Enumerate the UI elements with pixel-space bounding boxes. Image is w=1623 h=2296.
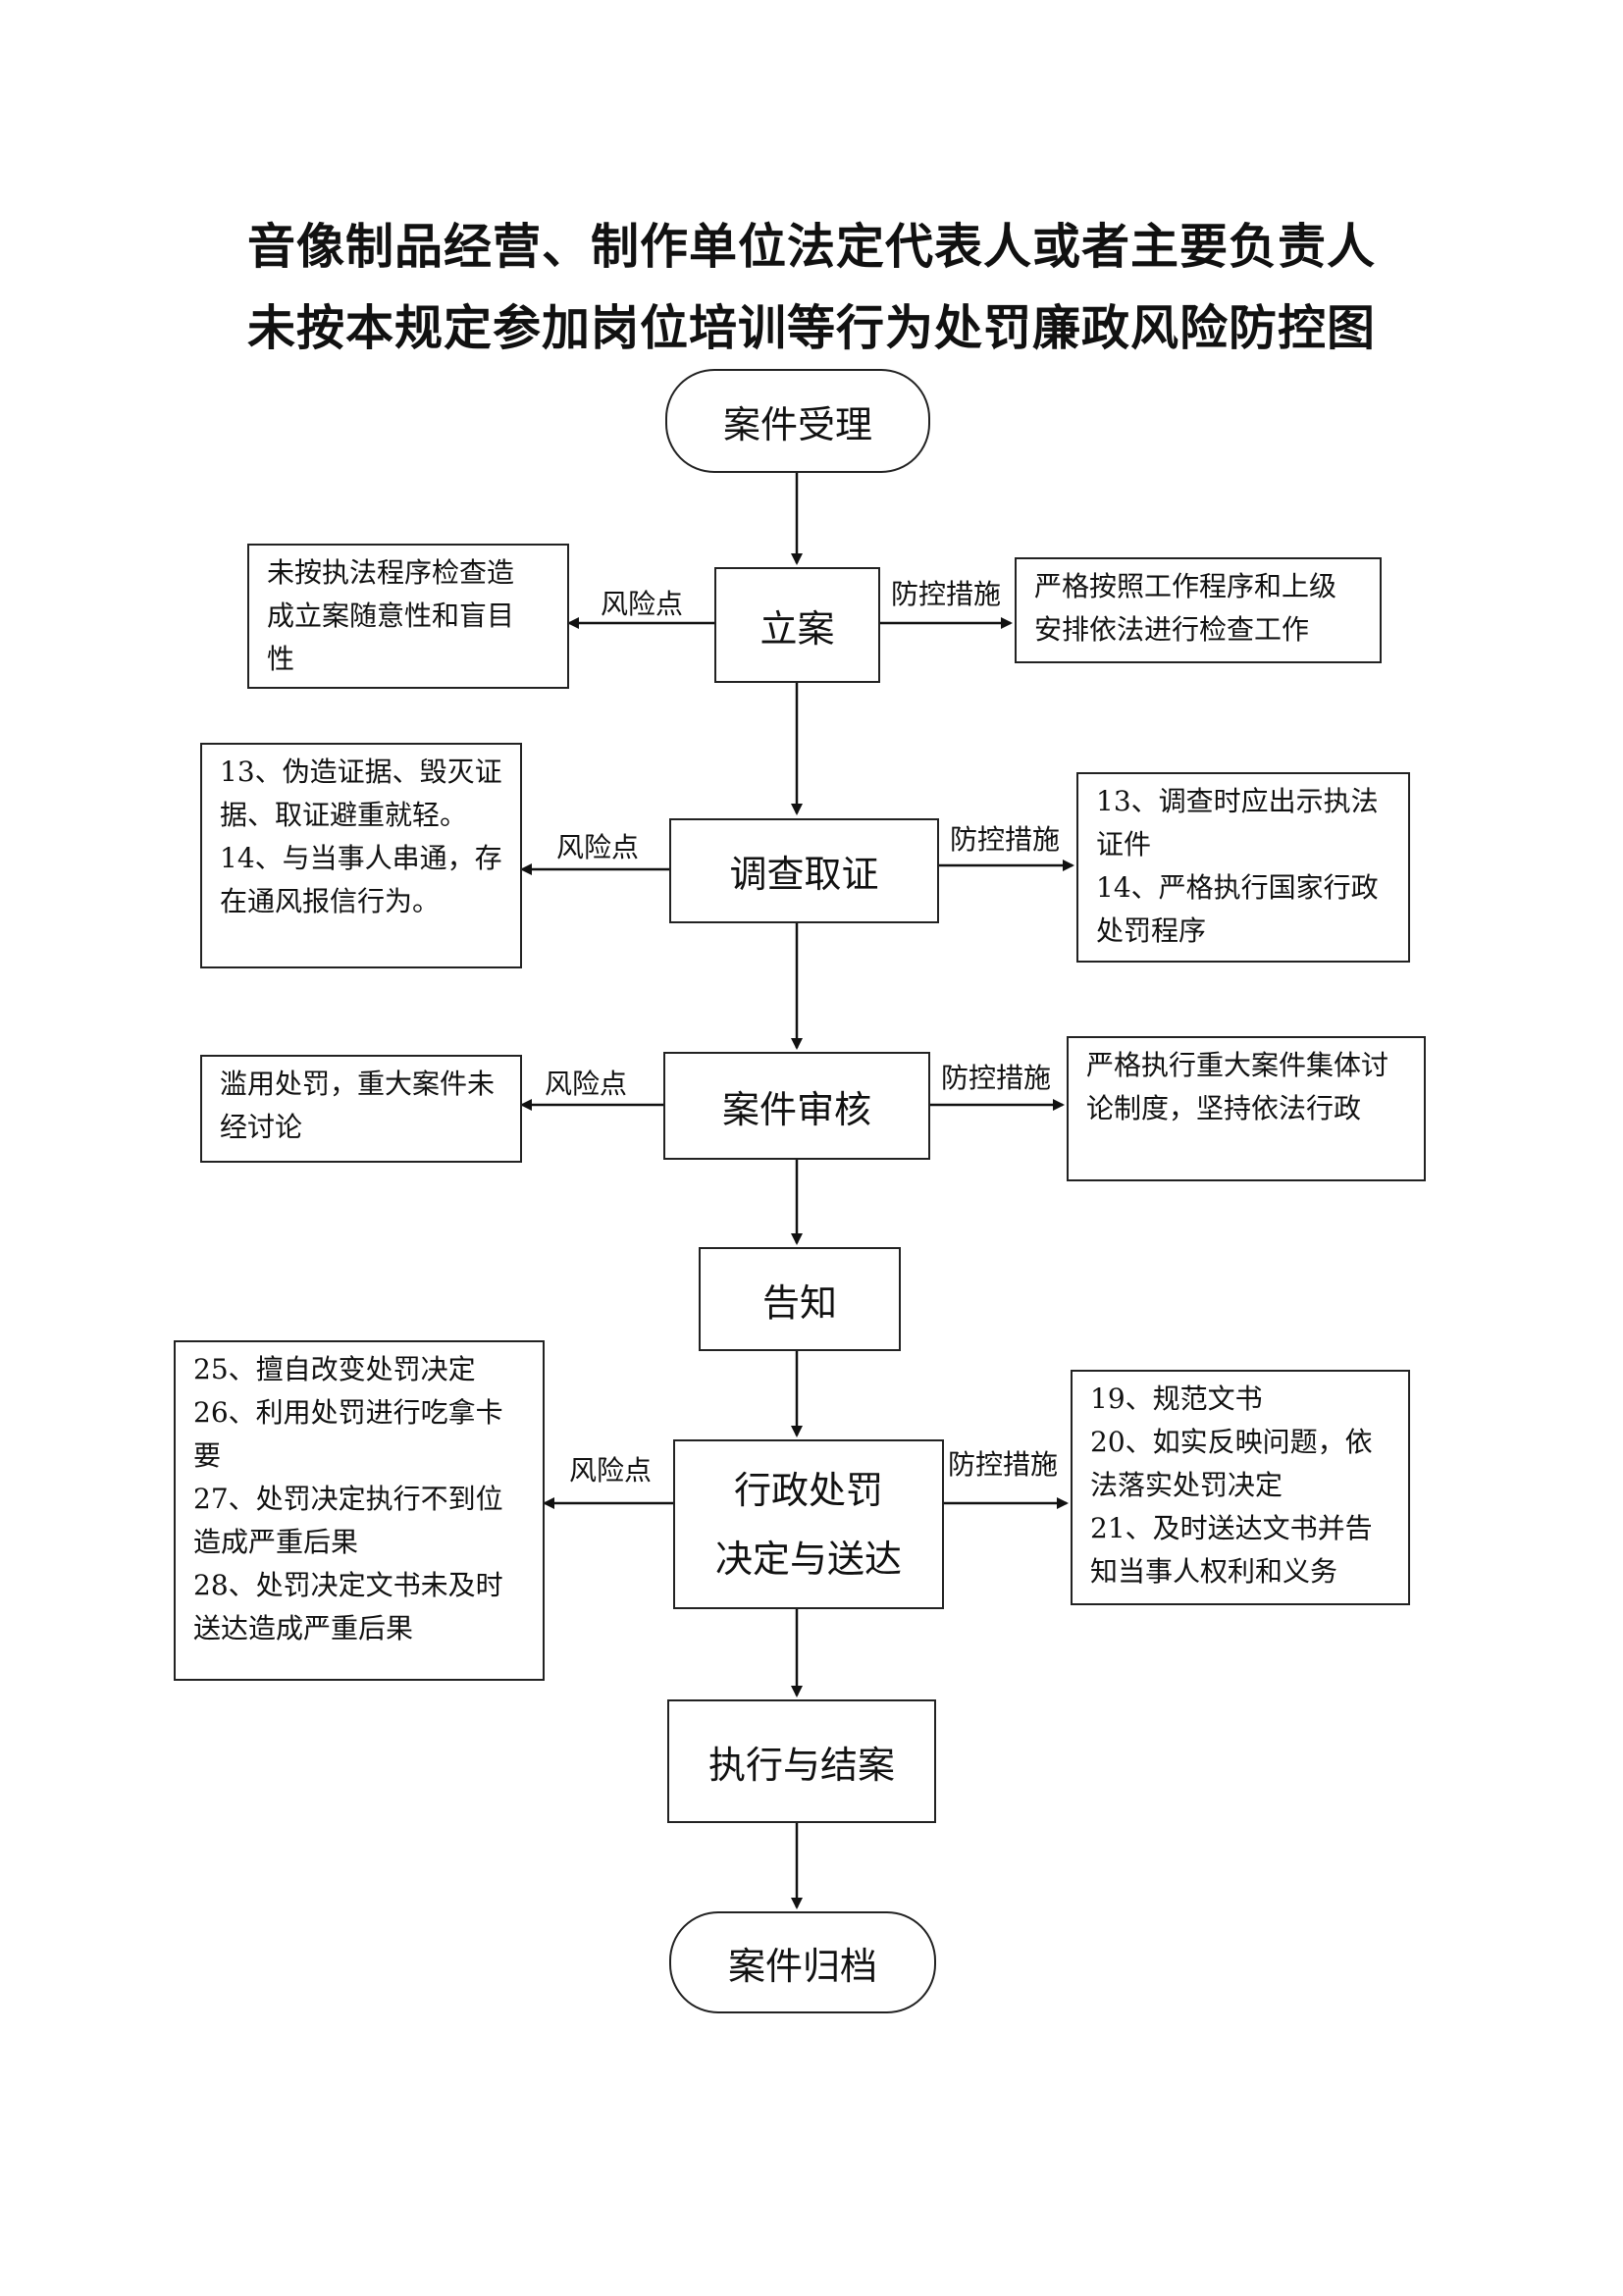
page-title-line1: 音像制品经营、制作单位法定代表人或者主要负责人 [246, 219, 1376, 275]
risk-note-investigate: 13、伪造证据、毁灭证 据、取证避重就轻。 14、与当事人串通，存 在通风报信行… [200, 743, 522, 968]
risk-note-review: 滥用处罚，重大案件未 经讨论 [200, 1055, 522, 1163]
control-note-review: 严格执行重大案件集体讨 论制度，坚持依法行政 [1067, 1036, 1426, 1181]
risk-label-review: 风险点 [545, 1068, 628, 1100]
step-decision-line2: 决定与送达 [714, 1537, 902, 1581]
control-label-investigate: 防控措施 [950, 823, 1061, 856]
step-decision-line1: 行政处罚 [733, 1468, 883, 1512]
step-execution-closure: 执行与结案 [667, 1699, 936, 1823]
step-case-review: 案件审核 [663, 1052, 930, 1160]
control-note-filing: 严格按照工作程序和上级 安排依法进行检查工作 [1015, 557, 1382, 663]
risk-label-investigate: 风险点 [556, 831, 640, 863]
risk-label-decision: 风险点 [569, 1454, 653, 1487]
step-notification: 告知 [699, 1247, 901, 1351]
control-note-decision: 19、规范文书 20、如实反映问题，依 法落实处罚决定 21、及时送达文书并告 … [1071, 1370, 1410, 1605]
risk-note-filing: 未按执法程序检查造 成立案随意性和盲目 性 [247, 544, 569, 689]
risk-note-decision: 25、擅自改变处罚决定 26、利用处罚进行吃拿卡 要 27、处罚决定执行不到位 … [174, 1340, 545, 1681]
page-title-line2: 未按本规定参加岗位培训等行为处罚廉政风险防控图 [246, 300, 1376, 356]
step-case-archive: 案件归档 [669, 1911, 936, 2013]
control-label-filing: 防控措施 [891, 578, 1002, 610]
step-investigation: 调查取证 [669, 818, 939, 923]
step-filing: 立案 [714, 567, 880, 683]
step-case-acceptance: 案件受理 [665, 369, 930, 473]
control-label-review: 防控措施 [941, 1062, 1052, 1094]
risk-label-filing: 风险点 [601, 588, 684, 620]
step-decision-delivery: 行政处罚 决定与送达 [673, 1439, 944, 1609]
control-label-decision: 防控措施 [948, 1448, 1059, 1481]
control-note-investigate: 13、调查时应出示执法 证件 14、严格执行国家行政 处罚程序 [1076, 772, 1410, 963]
